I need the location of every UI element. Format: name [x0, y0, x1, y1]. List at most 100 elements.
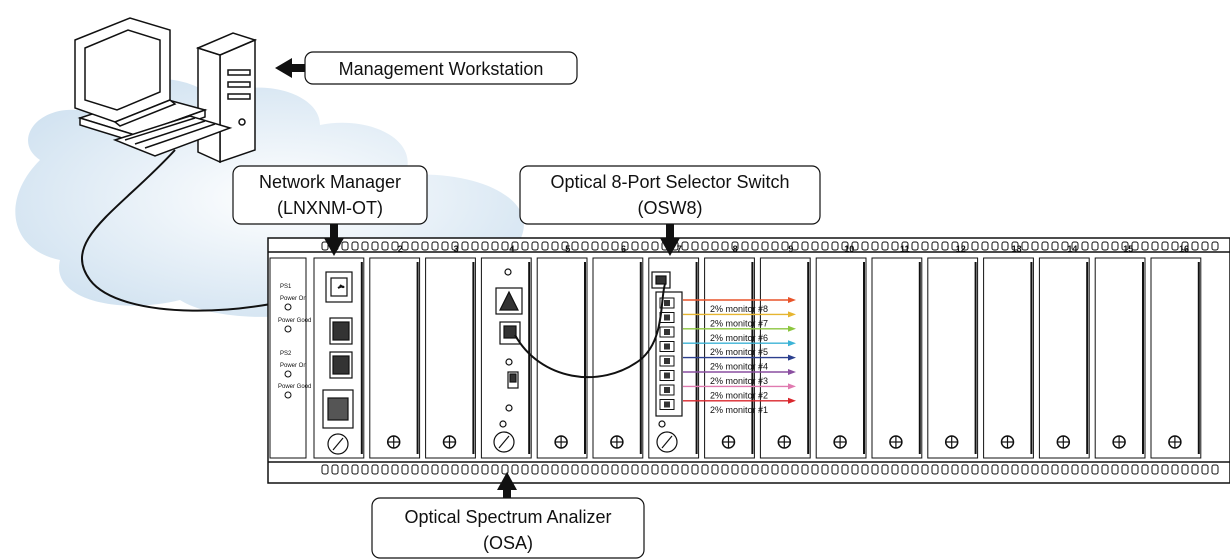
rail-tab: [1051, 464, 1059, 475]
monitor-output: 2% monitor #2: [683, 383, 796, 400]
rail-tab: [621, 241, 629, 251]
rail-tab: [1131, 464, 1139, 475]
rail-tab: [621, 464, 629, 475]
rail-tab: [1201, 464, 1209, 475]
rail-tab: [511, 464, 519, 475]
rail-tab: [851, 241, 859, 251]
rail-tab: [1001, 241, 1009, 251]
rail-tab: [391, 464, 399, 475]
slot-card: [425, 257, 476, 459]
monitor-output: 2% monitor #7: [683, 311, 796, 328]
rail-tab: [471, 464, 479, 475]
rail-tab: [471, 241, 479, 251]
rail-tab: [991, 464, 999, 475]
rail-tab: [921, 241, 929, 251]
rail-tab: [611, 241, 619, 251]
rail-tab: [721, 464, 729, 475]
rail-tab: [1171, 464, 1179, 475]
rail-tab: [821, 241, 829, 251]
rail-tab: [411, 464, 419, 475]
callout-network-manager: Network Manager (LNXNM-OT): [232, 165, 428, 256]
rail-tab: [651, 241, 659, 251]
rail-tab: [951, 241, 959, 251]
rail-tab: [1201, 241, 1209, 251]
rail-tab: [601, 241, 609, 251]
rail-tab: [561, 464, 569, 475]
rail-tab: [651, 464, 659, 475]
rail-tab: [461, 464, 469, 475]
slot-number: 7: [677, 244, 682, 254]
rail-tab: [911, 241, 919, 251]
rail-tab: [831, 464, 839, 475]
rail-tab: [1021, 464, 1029, 475]
rail-tab: [861, 464, 869, 475]
rail-tab: [711, 241, 719, 251]
slot-card: [592, 257, 644, 459]
rail-tab: [341, 464, 349, 475]
osa-module: [493, 268, 523, 453]
slot-card: [927, 257, 979, 459]
rail-tab: [871, 464, 879, 475]
rail-tab: [481, 241, 489, 251]
rail-tab: [371, 241, 379, 251]
rail-tab: [1041, 464, 1049, 475]
rail-tab: [541, 464, 549, 475]
ps2-power-on: Power On: [280, 363, 307, 369]
rail-tab: [811, 241, 819, 251]
monitor-output: 2% monitor #5: [683, 340, 796, 357]
rail-tab: [1211, 464, 1219, 475]
rail-tab: [1071, 464, 1079, 475]
rail-tab: [451, 464, 459, 475]
slot-number: 9: [788, 244, 793, 254]
rail-tab: [691, 464, 699, 475]
rail-tab: [981, 464, 989, 475]
monitor-output: 2% monitor #3: [683, 369, 796, 386]
rail-tab: [771, 464, 779, 475]
ps1-power-on: Power On: [280, 296, 307, 302]
rail-tab: [381, 464, 389, 475]
rail-tab: [1161, 241, 1169, 251]
slot-number: 3: [454, 244, 459, 254]
rail-tab: [731, 241, 739, 251]
rail-tab: [761, 464, 769, 475]
rail-tab: [331, 464, 339, 475]
rail-tab: [371, 464, 379, 475]
rail-tab: [641, 241, 649, 251]
rail-tab: [901, 241, 909, 251]
rail-tab: [1191, 241, 1199, 251]
rail-tab: [681, 464, 689, 475]
ps1-power-good: Power Good: [278, 318, 311, 324]
slot-card: [369, 257, 421, 459]
callout-workstation: Management Workstation: [275, 51, 578, 85]
rail-tab: [1131, 241, 1139, 251]
ps1-label: PS1: [280, 284, 292, 290]
monitor-output: 2% monitor #6: [683, 325, 796, 343]
rail-tab: [521, 241, 529, 251]
rail-tab: [571, 241, 579, 251]
rail-tab: [1101, 464, 1109, 475]
rail-tab: [1031, 464, 1039, 475]
rail-tab: [611, 464, 619, 475]
rail-tab: [801, 241, 809, 251]
osa-label-line1: Optical Spectrum Analizer: [404, 507, 611, 527]
slot-number: 2: [398, 244, 403, 254]
rail-tab: [741, 464, 749, 475]
rail-tab: [501, 464, 509, 475]
slot-number: 5: [565, 244, 570, 254]
monitor-label: 2% monitor #6: [710, 333, 768, 343]
rail-tab: [1071, 241, 1079, 251]
workstation-icon: [74, 17, 341, 312]
rail-tab: [1111, 464, 1119, 475]
monitor-label: 2% monitor #7: [710, 318, 768, 328]
rail-tab: [1041, 241, 1049, 251]
rail-tab: [891, 241, 899, 251]
rail-tab: [841, 464, 849, 475]
slot-number: 6: [621, 244, 626, 254]
rail-tab: [1011, 241, 1019, 251]
monitor-outputs: 2% monitor #82% monitor #72% monitor #62…: [683, 297, 796, 415]
slot-card: [1038, 257, 1090, 459]
rail-tab: [1101, 241, 1109, 251]
rail-tab: [681, 241, 689, 251]
